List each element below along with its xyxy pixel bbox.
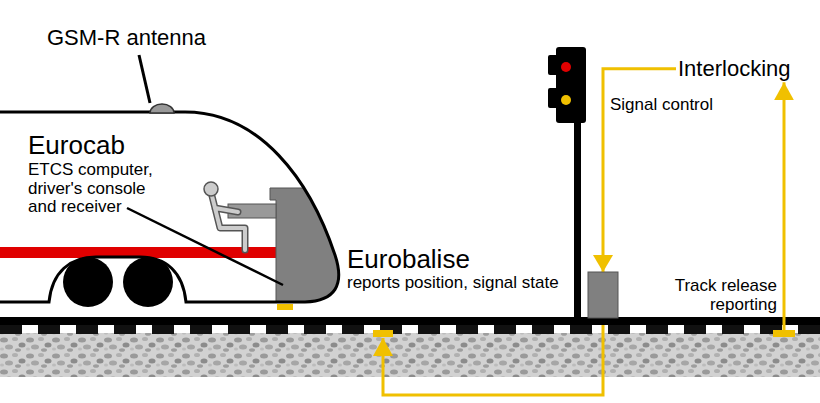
cab-heading: Eurocab <box>28 131 178 161</box>
receiver-console <box>270 188 350 312</box>
balise-description: reports position, signal state <box>347 274 597 293</box>
interlocking-box: Interlocking <box>676 56 793 81</box>
track-release-label: Track release reporting <box>647 277 777 314</box>
train-outline <box>0 112 339 302</box>
signal-box <box>588 272 618 318</box>
antenna-label: GSM-R antenna <box>47 25 206 51</box>
driver-outline <box>212 196 245 250</box>
arrow-head <box>593 255 613 272</box>
eurobalise-marker: Eurobalisereports position, signal state <box>373 330 393 337</box>
signal-pole <box>574 110 581 325</box>
eurocab-train: EurocabETCS computer, driver's console a… <box>0 98 352 316</box>
cab-description: ETCS computer, driver's console and rece… <box>28 161 178 217</box>
leader-line <box>127 208 283 285</box>
signal-lamp-red <box>561 62 571 72</box>
driver-head <box>204 182 218 196</box>
signal-head <box>556 47 586 123</box>
signal-connector <box>383 69 676 395</box>
text-block: Eurobalisereports position, signal state <box>347 245 597 292</box>
signal-connector <box>783 82 786 330</box>
ballast <box>0 333 820 377</box>
edge-label: Signal control <box>610 95 713 115</box>
balise-receiver <box>277 304 293 310</box>
leader-line <box>139 55 150 103</box>
gsm-r-antenna <box>150 104 174 113</box>
balise-heading: Eurobalise <box>347 245 597 274</box>
text-block: Track release reporting <box>647 277 777 314</box>
signal-lamp-yellow <box>561 95 571 105</box>
text-block: EurocabETCS computer, driver's console a… <box>28 131 178 217</box>
interlocking-label: Interlocking <box>678 56 791 81</box>
driver-figure <box>212 196 245 250</box>
rail <box>0 317 820 325</box>
track-release-marker: Track release reporting <box>773 330 795 337</box>
sleepers <box>0 325 820 334</box>
